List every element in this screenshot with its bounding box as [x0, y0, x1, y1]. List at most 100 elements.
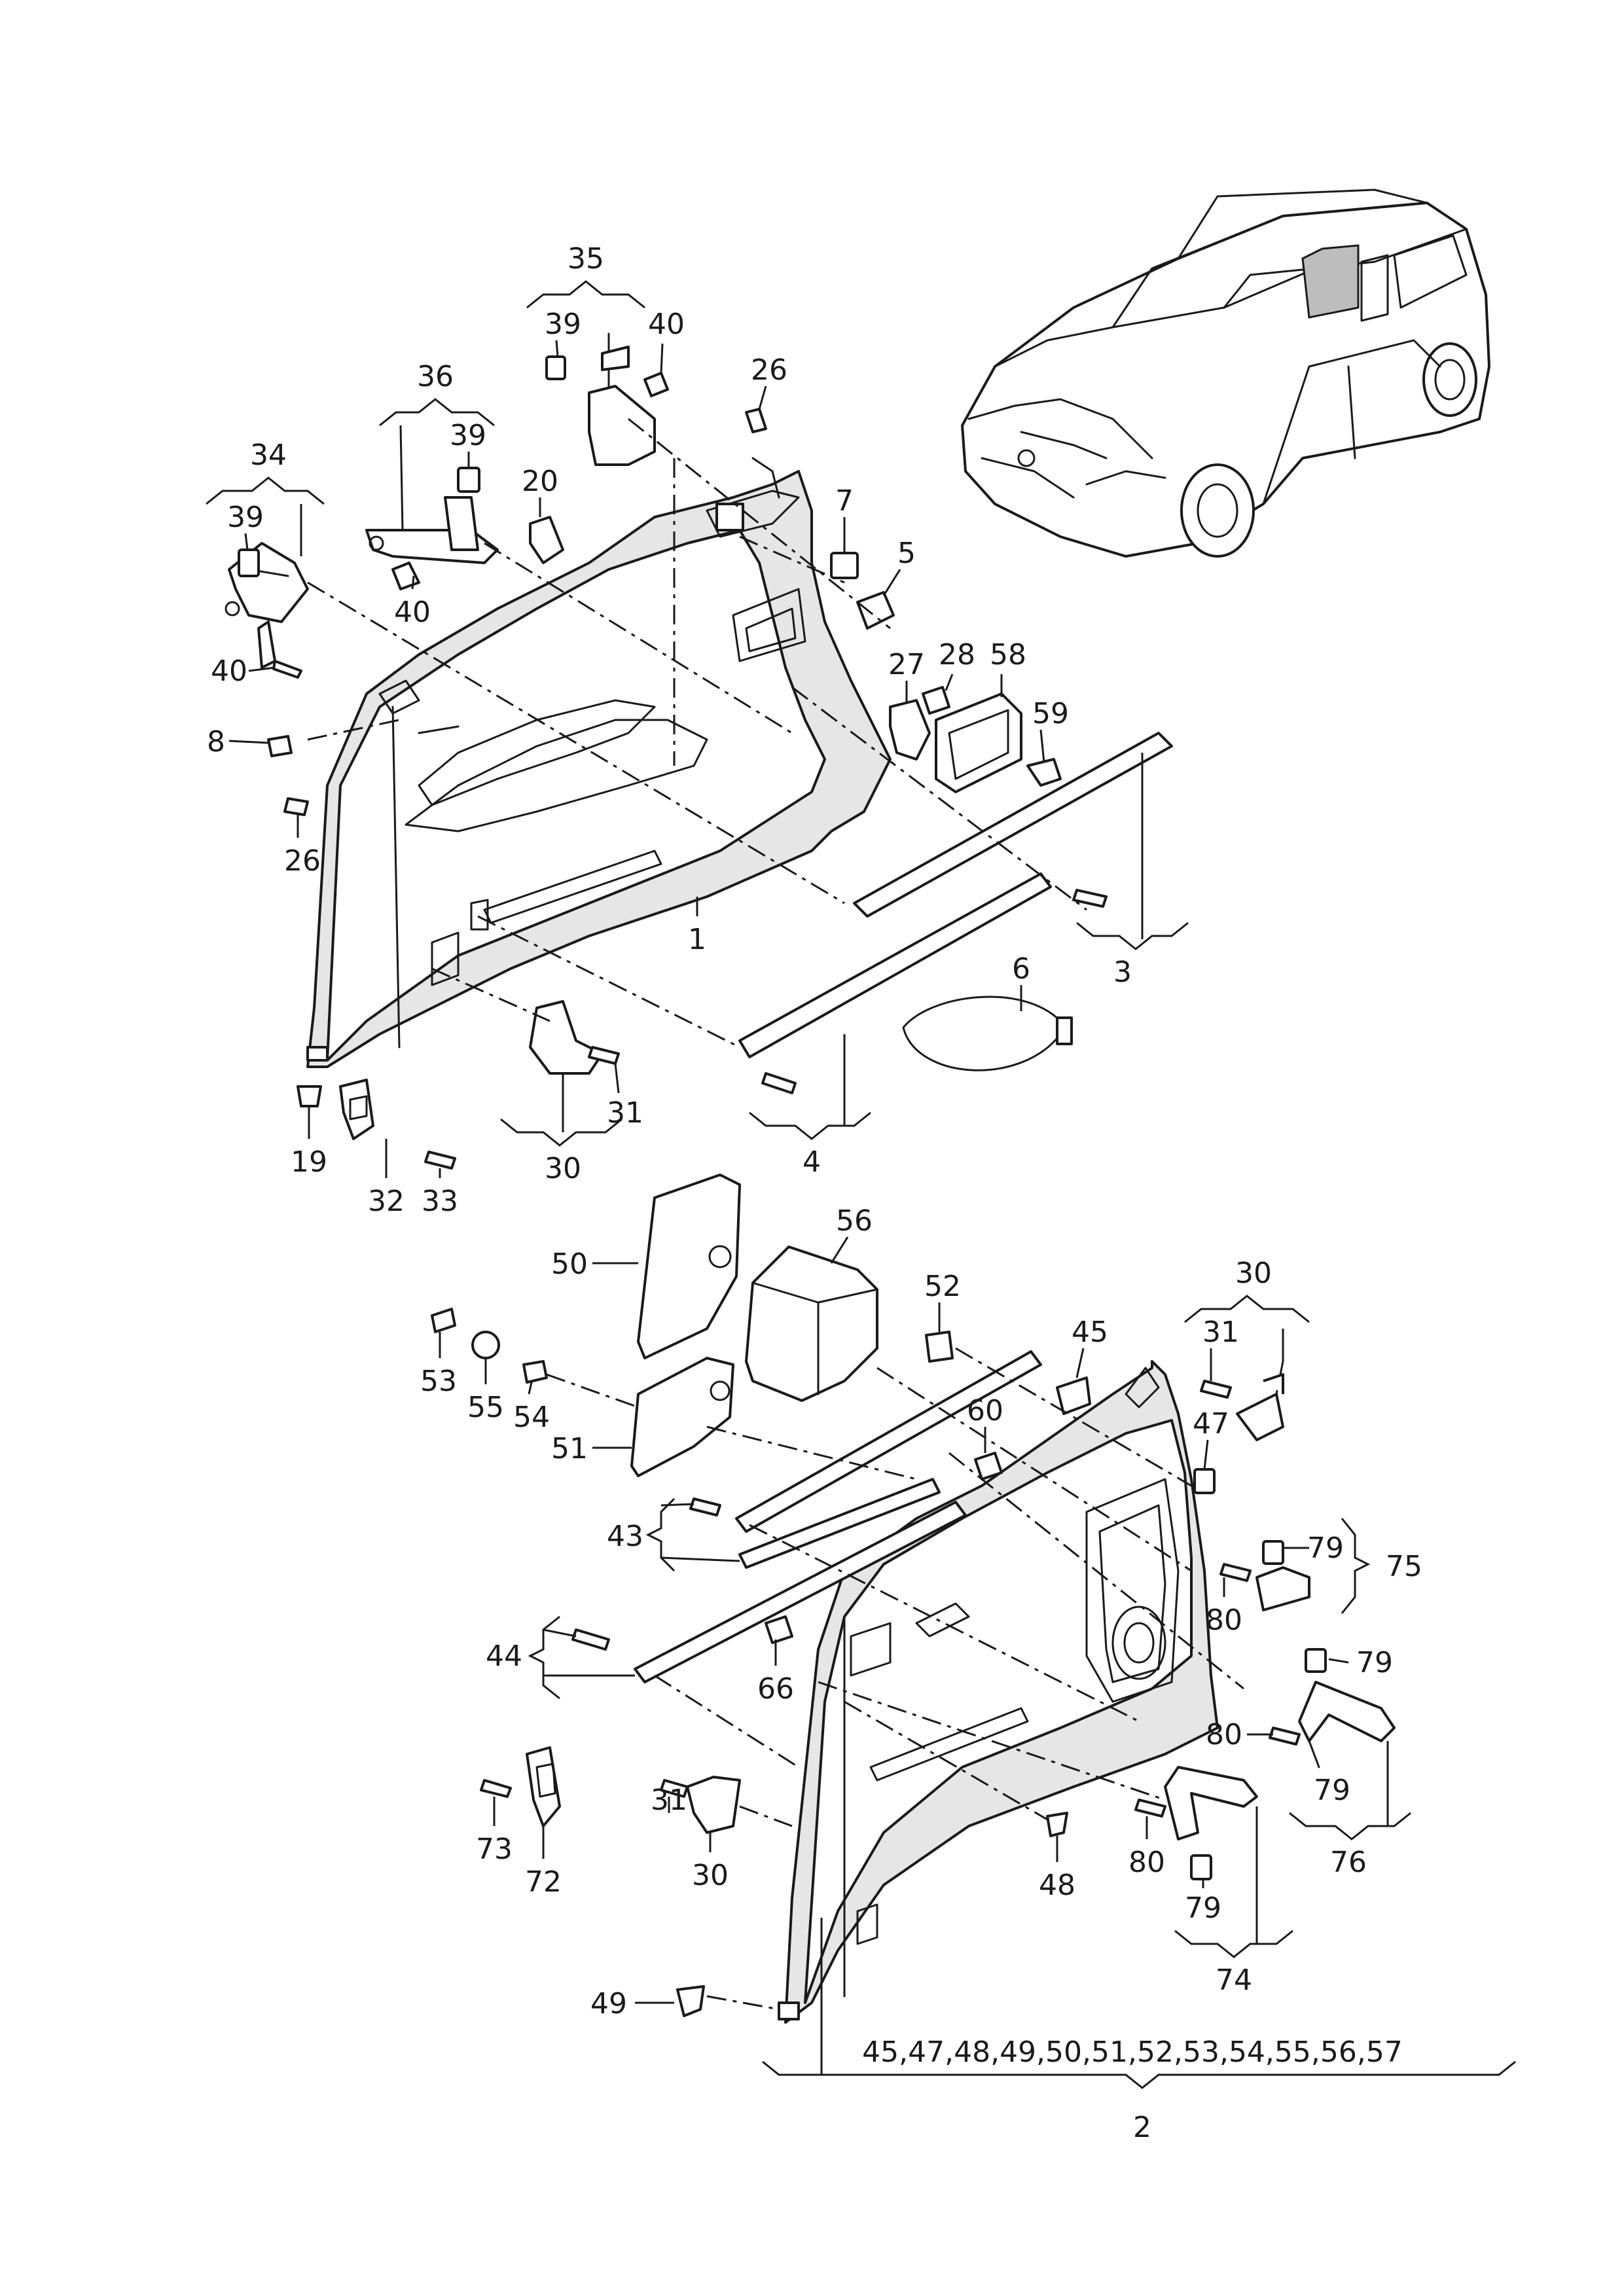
label-20: 20 [522, 465, 558, 498]
label-39-c: 39 [227, 501, 264, 534]
label-80-b: 80 [1206, 1718, 1242, 1751]
clip-49 [676, 1985, 705, 2017]
part-5 [856, 591, 895, 630]
label-28: 28 [939, 638, 975, 672]
alignment-lines-upper [307, 418, 1087, 1049]
label-56: 56 [836, 1204, 873, 1238]
bracket-36 [365, 467, 499, 564]
bracket-27 [889, 699, 931, 761]
label-40-a: 40 [648, 308, 685, 341]
cover-50 [637, 1174, 741, 1359]
bracket-30-lower [686, 1776, 741, 1834]
clip-52 [925, 1331, 954, 1363]
label-79-a: 79 [1307, 1532, 1344, 1565]
bracket-34 [225, 542, 309, 669]
label-39-b: 39 [450, 419, 486, 452]
label-48: 48 [1039, 1869, 1075, 1902]
clip-7 [830, 552, 859, 579]
clip-19 [297, 1085, 322, 1107]
vehicle-locator-illustration [961, 188, 1490, 558]
label-30-c: 30 [692, 1859, 729, 1892]
label-54: 54 [513, 1401, 550, 1434]
bracket-76 [1298, 1648, 1396, 1768]
label-45: 45 [1072, 1316, 1108, 1349]
label-1: 1 [688, 923, 706, 956]
callout-labels: 35 39 40 26 36 39 34 39 20 7 5 40 40 27 … [207, 242, 1422, 2144]
label-40-b: 40 [394, 596, 431, 629]
highlighted-quarter-window [1301, 244, 1360, 319]
label-26-a: 26 [751, 353, 787, 387]
trim-strip-43 [735, 1350, 1042, 1533]
label-79-b: 79 [1356, 1646, 1393, 1679]
label-30-b: 30 [1235, 1257, 1272, 1290]
label-60: 60 [967, 1394, 1003, 1427]
label-39-a: 39 [545, 308, 581, 341]
leader-lines [206, 280, 1516, 2089]
label-40-c: 40 [211, 655, 247, 688]
label-80-c: 80 [1128, 1846, 1165, 1879]
bracket-30-right [1236, 1360, 1284, 1441]
label-35: 35 [568, 242, 604, 276]
label-group-2-list: 45,47,48,49,50,51,52,53,54,55,56,57 [862, 2036, 1403, 2069]
clip-45 [1056, 1376, 1091, 1415]
bracket-35 [545, 332, 656, 466]
label-4: 4 [803, 1145, 821, 1179]
label-76: 76 [1330, 1846, 1367, 1879]
label-58: 58 [990, 638, 1026, 672]
label-26-b: 26 [284, 844, 321, 878]
clip-20 [529, 516, 564, 564]
storage-box-56 [745, 1246, 878, 1402]
label-72: 72 [525, 1865, 562, 1899]
clip-60 [974, 1452, 1003, 1480]
part-58 [935, 692, 1022, 793]
screws-lower [480, 1380, 1301, 1818]
label-53: 53 [420, 1365, 457, 1398]
label-66: 66 [757, 1672, 794, 1706]
label-2: 2 [1133, 2111, 1151, 2144]
clip-48 [1046, 1812, 1068, 1837]
label-5: 5 [897, 537, 916, 570]
label-19: 19 [291, 1145, 327, 1179]
label-34: 34 [250, 439, 287, 472]
label-43: 43 [607, 1520, 643, 1553]
label-51: 51 [551, 1432, 588, 1465]
clip-47 [1193, 1468, 1216, 1494]
clip-59 [1026, 758, 1062, 787]
label-27: 27 [888, 648, 925, 681]
label-31-b: 31 [1202, 1316, 1239, 1349]
label-80-a: 80 [1206, 1604, 1242, 1637]
label-31-c: 31 [651, 1784, 687, 1817]
label-36: 36 [417, 360, 454, 393]
bracket-30-upper [529, 1000, 604, 1075]
bracket-32 [339, 1079, 374, 1140]
label-8: 8 [207, 725, 225, 759]
label-32: 32 [368, 1185, 405, 1218]
label-7: 7 [835, 484, 854, 518]
bracket-72 [526, 1746, 561, 1827]
left-trim-panel [306, 457, 892, 1068]
bracket-75 [1255, 1540, 1310, 1611]
alignment-lines-lower [546, 1347, 1244, 2011]
cover-51 [630, 1357, 734, 1477]
label-31-a: 31 [607, 1096, 643, 1130]
label-33: 33 [422, 1185, 458, 1218]
trim-strip-44 [634, 1501, 967, 1683]
label-75: 75 [1386, 1550, 1422, 1583]
bracket-74 [1164, 1766, 1258, 1880]
label-52: 52 [924, 1270, 961, 1303]
label-59: 59 [1032, 697, 1069, 730]
label-79-d: 79 [1185, 1892, 1221, 1925]
trim-strip-3 [853, 732, 1173, 918]
label-74: 74 [1216, 1964, 1252, 1997]
label-79-c: 79 [1314, 1774, 1350, 1807]
label-73: 73 [476, 1833, 513, 1866]
label-3: 3 [1113, 956, 1132, 989]
label-6: 6 [1012, 952, 1030, 986]
label-55: 55 [467, 1391, 504, 1424]
label-30-a: 30 [545, 1152, 581, 1185]
screws-upper [267, 372, 1108, 1170]
right-trim-panel [778, 1360, 1219, 2024]
label-49: 49 [590, 1987, 627, 2020]
label-47: 47 [1193, 1407, 1229, 1441]
